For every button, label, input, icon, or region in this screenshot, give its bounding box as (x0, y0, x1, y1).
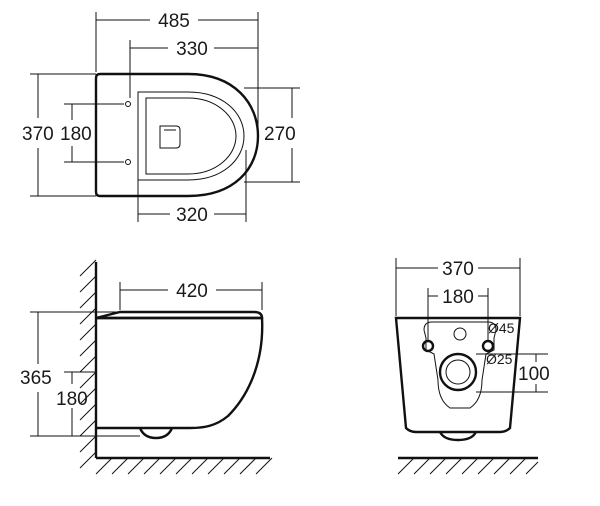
rear-view-inner-contour (423, 321, 497, 409)
dim-outlet-height: 100 (518, 364, 550, 385)
dim-seat-width: 270 (264, 124, 296, 145)
rear-view-body (394, 316, 522, 434)
dim-side-fixing-height: 180 (56, 389, 88, 410)
dim-seat-length: 330 (176, 39, 208, 60)
top-view: 485 330 370 180 270 320 (22, 11, 300, 226)
dim-fixing-spacing: 180 (60, 124, 92, 145)
rear-view: 370 180 Ø45 Ø25 100 (394, 258, 550, 475)
top-view-seat-opening (137, 91, 245, 181)
top-view-fixing-hole-top (125, 101, 131, 107)
rear-view-outlet-bottom (438, 431, 478, 442)
dim-rear-width: 370 (442, 259, 474, 280)
top-view-seat-rim (145, 97, 237, 175)
dim-inlet-diameter: Ø25 (486, 351, 513, 367)
side-view-bowl (96, 316, 264, 430)
rear-view-outlet-inner (445, 359, 471, 385)
rear-view-flush-inlet (453, 327, 467, 341)
rear-view-floor-hatch (397, 457, 539, 475)
rear-view-outlet-outer (438, 352, 478, 392)
dim-side-length: 420 (176, 281, 208, 302)
rear-view-fixing-bolt-left (421, 339, 435, 353)
dim-seat-depth: 320 (176, 205, 208, 226)
dim-overall-length: 485 (158, 11, 190, 32)
top-view-bowl-outline (94, 72, 260, 198)
top-view-flush-inlet (159, 125, 181, 149)
top-view-fixing-hole-bottom (125, 159, 131, 165)
side-view: 420 365 180 (20, 259, 273, 475)
dim-outlet-diameter: Ø45 (488, 320, 515, 336)
side-view-outlet (138, 427, 174, 440)
side-view-wall-hatch (79, 259, 273, 475)
rear-view-fixing-bolt-right (481, 339, 495, 353)
dim-side-height: 365 (20, 368, 52, 389)
dim-overall-width: 370 (22, 124, 54, 145)
dim-rear-fixing-spacing: 180 (442, 287, 474, 308)
